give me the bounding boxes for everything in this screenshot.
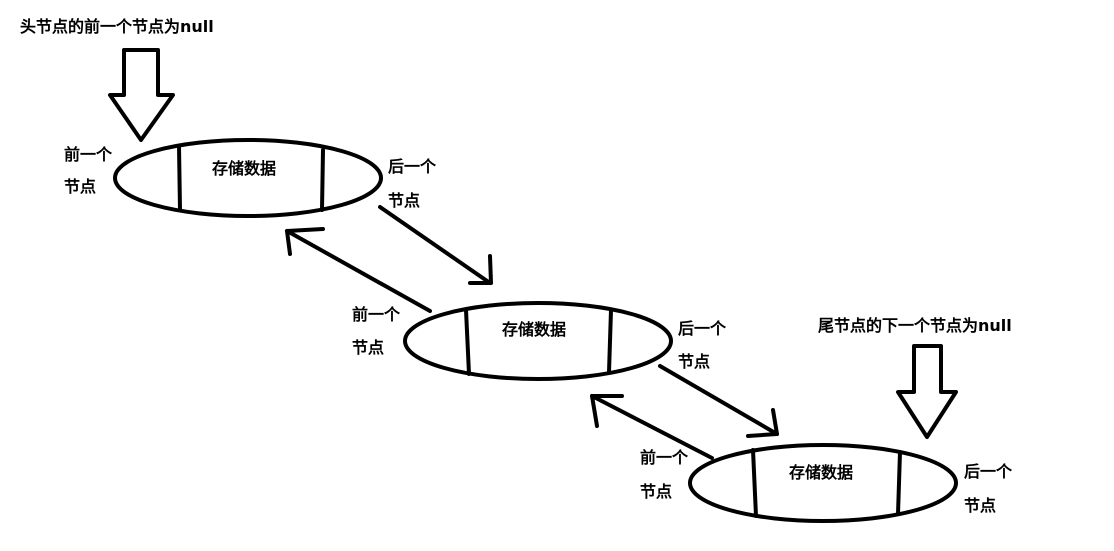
tail-down-arrow <box>896 344 958 439</box>
link-node3-to-node2 <box>590 394 714 460</box>
list-node-3: 存储数据 前一个 节点 后一个 节点 <box>640 443 1013 523</box>
node-2-divider-left <box>464 308 471 376</box>
node-2-data-label: 存储数据 <box>502 320 566 339</box>
node-3-divider-right <box>896 450 902 516</box>
node-1-ellipse <box>113 138 383 218</box>
node-1-next-label: 后一个 <box>388 157 437 176</box>
node-3-prev-label-2: 节点 <box>640 482 672 501</box>
node-3-data-label: 存储数据 <box>789 463 853 482</box>
tail-null-note: 尾节点的下一个节点为null <box>818 316 1012 335</box>
node-2-prev-label: 前一个 <box>352 305 401 324</box>
head-null-note: 头节点的前一个节点为null <box>20 17 214 36</box>
node-3-divider-left <box>751 448 758 518</box>
link-node1-to-node2 <box>378 205 493 285</box>
node-2-divider-right <box>607 308 613 374</box>
list-node-2: 存储数据 前一个 节点 后一个 节点 <box>352 301 727 381</box>
node-1-data-label: 存储数据 <box>212 159 276 178</box>
link-node2-to-node1 <box>285 227 432 313</box>
node-2-next-label-2: 节点 <box>678 352 710 371</box>
node-1-prev-label: 前一个 <box>64 145 113 164</box>
node-2-prev-label-2: 节点 <box>352 338 384 357</box>
node-2-ellipse <box>403 301 673 381</box>
node-1-prev-label-2: 节点 <box>64 177 96 196</box>
node-1-divider-right <box>320 148 325 212</box>
node-1-next-label-2: 节点 <box>388 191 420 210</box>
node-3-prev-label: 前一个 <box>640 448 689 467</box>
node-3-next-label-2: 节点 <box>964 496 996 515</box>
node-1-divider-left <box>177 144 182 212</box>
node-2-next-label: 后一个 <box>678 319 727 338</box>
head-down-arrow <box>108 48 175 142</box>
node-3-next-label: 后一个 <box>964 462 1013 481</box>
node-3-ellipse <box>688 443 958 523</box>
link-node2-to-node3 <box>658 364 779 438</box>
list-node-1: 存储数据 前一个 节点 后一个 节点 <box>64 138 437 218</box>
